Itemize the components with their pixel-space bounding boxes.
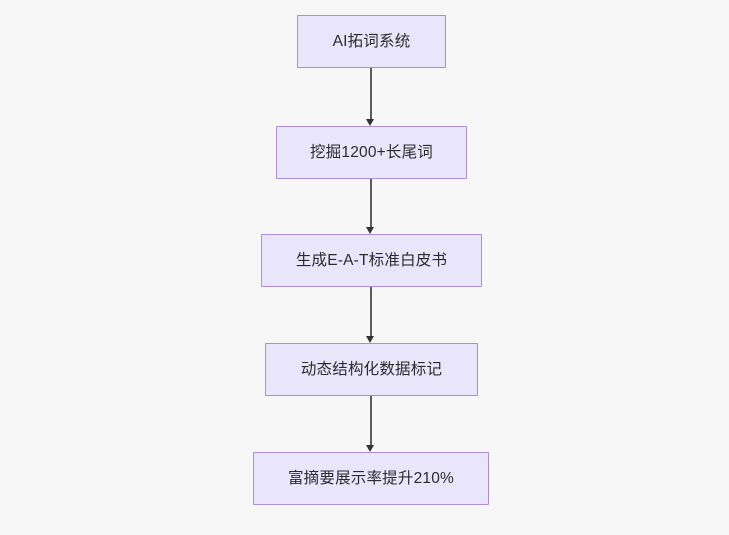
edge-line (370, 179, 372, 227)
flow-node-label: 动态结构化数据标记 (300, 360, 443, 378)
edge-line (370, 68, 372, 119)
flow-node-n4[interactable]: 动态结构化数据标记 (265, 343, 478, 396)
flow-node-n2[interactable]: 挖掘1200+长尾词 (276, 126, 467, 179)
edge-line (370, 287, 372, 336)
flow-node-n3[interactable]: 生成E-A-T标准白皮书 (261, 234, 482, 287)
edge-n2-n3 (366, 179, 375, 234)
flow-node-label: 富摘要展示率提升210% (287, 469, 455, 487)
flow-node-n5[interactable]: 富摘要展示率提升210% (253, 452, 489, 505)
edge-n1-n2 (366, 68, 375, 126)
edge-line (370, 396, 372, 445)
arrowhead-icon (366, 226, 375, 234)
arrowhead-icon (366, 335, 375, 343)
flow-node-label: 挖掘1200+长尾词 (309, 143, 434, 161)
edge-n3-n4 (366, 287, 375, 343)
flow-node-label: 生成E-A-T标准白皮书 (295, 251, 448, 269)
flow-node-n1[interactable]: AI拓词系统 (297, 15, 446, 68)
edge-n4-n5 (366, 396, 375, 452)
arrowhead-icon (366, 118, 375, 126)
arrowhead-icon (366, 444, 375, 452)
flow-node-label: AI拓词系统 (332, 32, 411, 50)
